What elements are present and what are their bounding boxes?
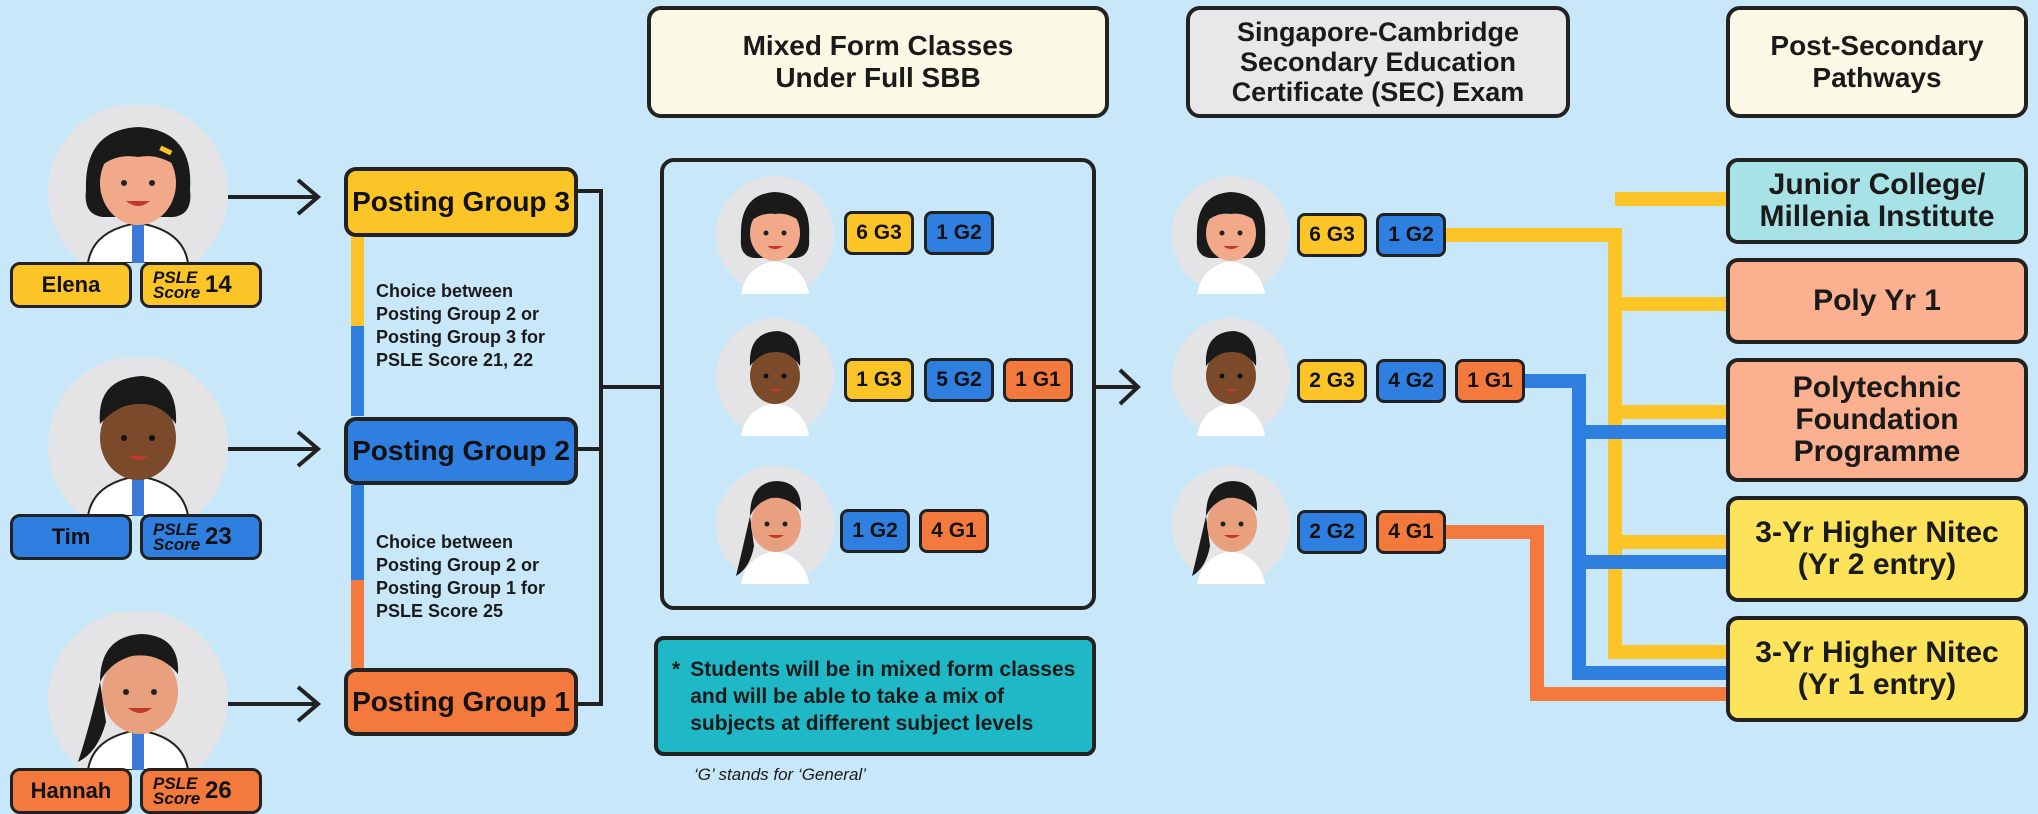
pathway-polytechnic-foundation: Polytechnic Foundation Programme (1726, 358, 2028, 482)
subject-chip-g2: 1 G2 (840, 509, 910, 553)
sec-chip-g2: 2 G2 (1297, 510, 1367, 554)
boy-avatar-icon (48, 356, 228, 536)
student-arrows (228, 178, 322, 723)
small-avatar-hannah-icon (716, 466, 834, 584)
sec-chip-g1: 1 G1 (1455, 359, 1525, 403)
psle-score-label: PSLE Score (153, 520, 201, 554)
mixed-classes-note: * Students will be in mixed form classes… (654, 636, 1096, 756)
sec-chip-g2: 4 G2 (1376, 359, 1446, 403)
sec-chip-g1: 4 G1 (1376, 510, 1446, 554)
psle-score-elena: PSLE Score 14 (140, 262, 262, 308)
avatar-hannah (48, 610, 228, 790)
psle-score-tim: PSLE Score 23 (140, 514, 262, 560)
subject-chip-g2: 1 G2 (924, 211, 994, 255)
girl-ponytail-icon (48, 610, 228, 790)
header-mixed-classes: Mixed Form Classes Under Full SBB (647, 6, 1109, 118)
arrowhead-elena (296, 178, 322, 216)
sec-chip-g3: 6 G3 (1297, 213, 1367, 257)
pathway-nitec-yr1: 3-Yr Higher Nitec (Yr 1 entry) (1726, 616, 2028, 722)
sec-avatar-hannah-icon (1172, 466, 1290, 584)
route-blue-main (1524, 374, 1726, 680)
subject-chip-g3: 6 G3 (844, 211, 914, 255)
sec-avatar-elena-icon (1172, 176, 1290, 294)
choice-text-pg2-pg1: Choice between Posting Group 2 or Postin… (376, 532, 545, 621)
avatar-elena (48, 103, 228, 283)
pathway-nitec-yr2: 3-Yr Higher Nitec (Yr 2 entry) (1726, 496, 2028, 602)
posting-group-2: Posting Group 2 (344, 417, 578, 485)
student-name-hannah: Hannah (10, 768, 132, 814)
posting-group-3: Posting Group 3 (344, 167, 578, 237)
band-yellow (351, 236, 364, 326)
band-blue-top (351, 326, 364, 416)
psle-score-label: PSLE Score (153, 774, 201, 808)
girl-short-hair-icon (48, 103, 228, 283)
subject-chip-g1: 1 G1 (1003, 358, 1073, 402)
posting-group-1: Posting Group 1 (344, 668, 578, 736)
note-asterisk: * (672, 658, 681, 681)
band-blue-bottom (351, 485, 364, 580)
arrowhead-tim (296, 430, 322, 468)
subject-chip-g1: 4 G1 (919, 509, 989, 553)
route-yellow-main (1446, 228, 1726, 659)
posting-bracket (578, 189, 660, 706)
psle-score-value: 23 (205, 523, 232, 550)
student-name-elena: Elena (10, 262, 132, 308)
choice-text-pg2-pg3: Choice between Posting Group 2 or Postin… (376, 281, 545, 370)
band-orange (351, 580, 364, 668)
pathway-junior-college: Junior College/ Millenia Institute (1726, 158, 2028, 244)
header-post-secondary: Post-Secondary Pathways (1726, 6, 2028, 118)
pathway-poly-yr1: Poly Yr 1 (1726, 258, 2028, 344)
psle-score-value: 26 (205, 777, 232, 804)
subject-chip-g3: 1 G3 (844, 358, 914, 402)
sec-avatar-tim-icon (1172, 318, 1290, 436)
psle-score-value: 14 (205, 271, 232, 298)
note-text: Students will be in mixed form classes a… (690, 658, 1076, 735)
route-orange-main (1446, 525, 1726, 701)
mixed-to-sec-arrow (1095, 368, 1141, 406)
sec-chip-g3: 2 G3 (1297, 359, 1367, 403)
header-sec-exam: Singapore-Cambridge Secondary Education … (1186, 6, 1570, 118)
sec-chip-g2: 1 G2 (1376, 213, 1446, 257)
avatar-tim (48, 356, 228, 536)
pathway-lines (1446, 192, 1726, 701)
small-avatar-elena-icon (716, 176, 834, 294)
footnote-general: ‘G’ stands for ‘General’ (694, 765, 866, 784)
psle-score-hannah: PSLE Score 26 (140, 768, 262, 814)
small-avatar-tim-icon (716, 318, 834, 436)
psle-score-label: PSLE Score (153, 268, 201, 302)
arrowhead-hannah (296, 685, 322, 723)
subject-chip-g2: 5 G2 (924, 358, 994, 402)
student-name-tim: Tim (10, 514, 132, 560)
